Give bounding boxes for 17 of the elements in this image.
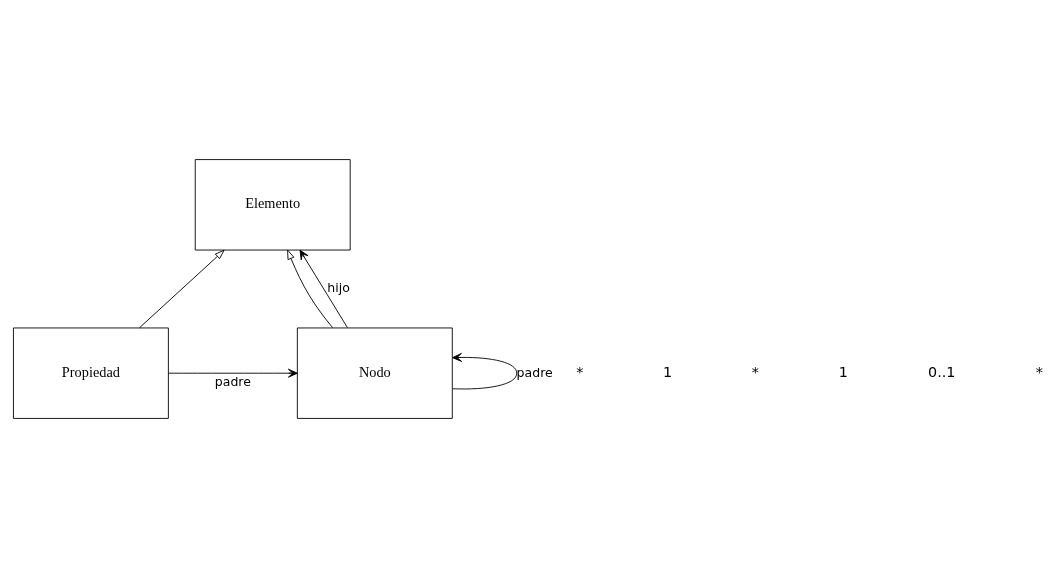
edge-label: hijo: [327, 279, 350, 295]
label: *: [751, 363, 760, 380]
label: 1: [663, 363, 673, 380]
arrow: [299, 249, 348, 328]
node-box: Propiedad: [13, 327, 169, 419]
label: 0..1: [928, 363, 956, 380]
label: 1: [838, 363, 848, 380]
label: *: [576, 363, 584, 380]
label: *: [1035, 363, 1043, 380]
edge-label: padre: [516, 364, 553, 379]
arrow: [168, 368, 298, 378]
arrow: [287, 249, 333, 328]
edge-label: padre: [214, 373, 251, 389]
node-box: Elemento: [194, 158, 351, 250]
arrow: [452, 352, 518, 389]
node-box: Nodo: [296, 327, 453, 419]
arrow: [138, 249, 225, 328]
